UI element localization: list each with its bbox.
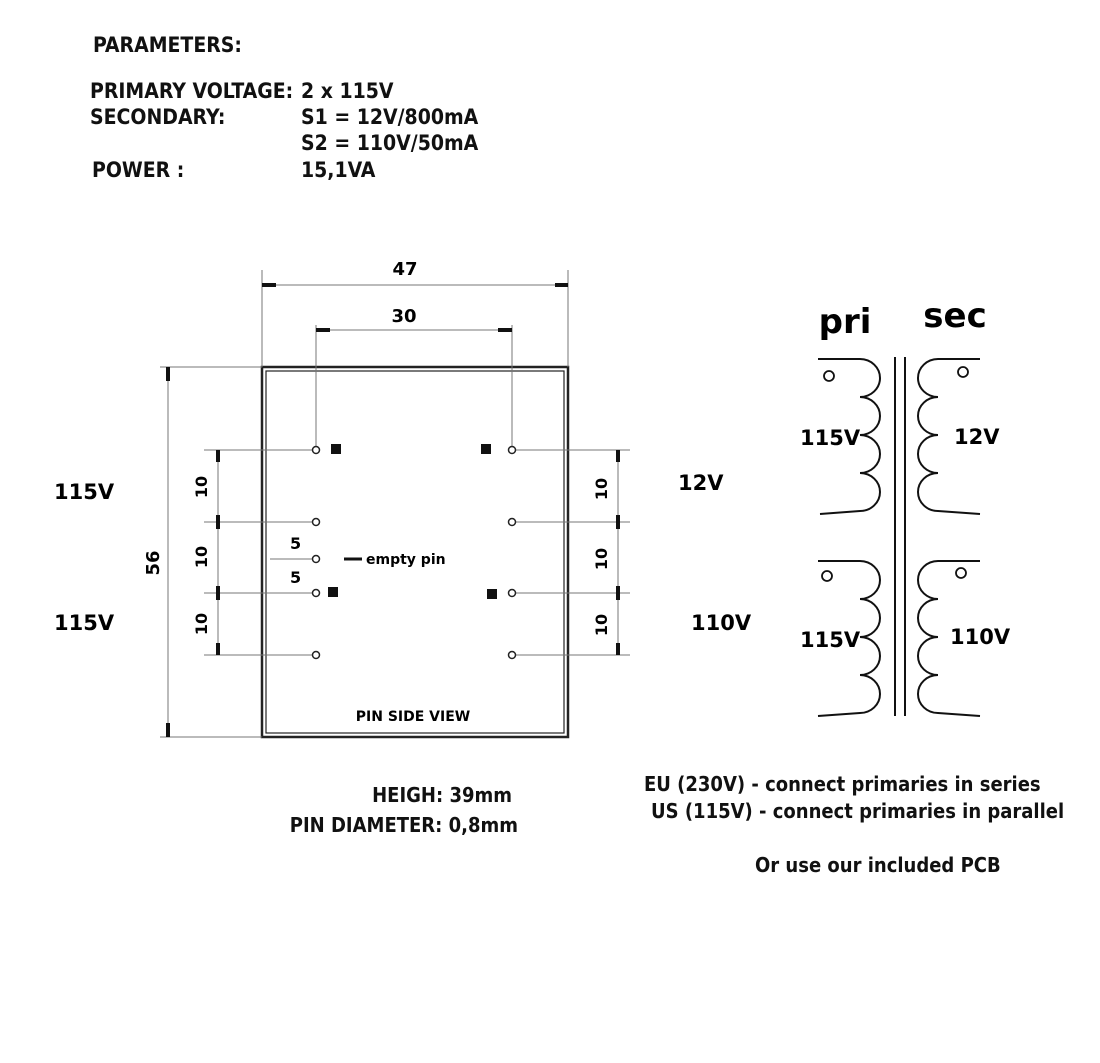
transformer-body-inner-outline [265, 370, 565, 734]
empty-pin-label: empty pin [366, 552, 446, 568]
transformer-body-outline [260, 365, 570, 739]
pin [311, 588, 321, 598]
pin [507, 445, 517, 455]
left-pitch-1-label: 10 [192, 476, 211, 498]
half-pitch-lower-label: 5 [290, 568, 301, 587]
right-pitch-2-label: 10 [592, 548, 611, 570]
pins [311, 445, 517, 660]
primary-voltage-label: PRIMARY VOLTAGE: [90, 79, 294, 103]
power-value: 15,1VA [301, 158, 376, 182]
height-dimension [160, 366, 262, 738]
right-upper-voltage: 12V [678, 471, 724, 495]
primary-voltage-value: 2 x 115V [301, 79, 394, 103]
secondary-s1-value: S1 = 12V/800mA [301, 105, 479, 129]
width-dimension [261, 270, 569, 367]
right-lower-voltage: 110V [691, 611, 752, 635]
start-marker [481, 444, 491, 454]
eu-note: EU (230V) - connect primaries in series [644, 772, 1041, 796]
right-pitch-3-label: 10 [592, 614, 611, 636]
left-pitch-3-label: 10 [192, 613, 211, 635]
height-spec: HEIGH: 39mm [372, 783, 512, 807]
start-marker [487, 589, 497, 599]
polarity-dot [821, 570, 833, 582]
height-dimension-label: 56 [143, 550, 164, 575]
pcb-note: Or use our included PCB [755, 853, 1001, 877]
primary-upper-coil [818, 358, 881, 515]
start-marker [331, 444, 341, 454]
power-label: POWER : [92, 158, 185, 182]
schematic-pri-label: pri [819, 302, 872, 342]
pin-diameter-spec: PIN DIAMETER: 0,8mm [289, 813, 518, 837]
secondary-upper-coil [917, 358, 981, 515]
half-pitch-upper-label: 5 [290, 534, 301, 553]
left-pitch-dimensions [204, 449, 316, 656]
pin [311, 517, 321, 527]
primary-lower-coil [817, 560, 881, 717]
parameters-heading: PARAMETERS: [93, 33, 242, 57]
left-upper-voltage: 115V [54, 480, 115, 504]
schematic-sec-label: sec [923, 296, 986, 336]
us-note: US (115V) - connect primaries in paralle… [651, 799, 1065, 823]
right-pitch-dimensions [512, 449, 630, 656]
polarity-dot [823, 370, 835, 382]
left-lower-voltage: 115V [54, 611, 115, 635]
secondary-label: SECONDARY: [90, 105, 226, 129]
width-dimension-label: 47 [392, 259, 417, 280]
secondary-s2-value: S2 = 110V/50mA [301, 131, 479, 155]
empty-pin-marker [311, 554, 321, 564]
right-pitch-1-label: 10 [592, 478, 611, 500]
schematic-secondary-upper-voltage: 12V [954, 425, 1000, 449]
schematic-primary-upper-voltage: 115V [800, 426, 861, 450]
pin-side-view-label: PIN SIDE VIEW [356, 709, 470, 725]
schematic-primary-lower-voltage: 115V [800, 628, 861, 652]
pin [507, 650, 517, 660]
pin-spacing-dimension-label: 30 [391, 306, 416, 327]
secondary-lower-coil [917, 560, 981, 717]
pin-spacing-dimension [315, 325, 513, 450]
polarity-dot [957, 366, 969, 378]
pin [507, 517, 517, 527]
pin [311, 650, 321, 660]
left-pitch-2-label: 10 [192, 546, 211, 568]
polarity-dot [955, 567, 967, 579]
transformer-schematic [817, 357, 981, 717]
pin [311, 445, 321, 455]
winding-start-markers [328, 444, 497, 599]
pin [507, 588, 517, 598]
schematic-secondary-lower-voltage: 110V [950, 625, 1011, 649]
start-marker [328, 587, 338, 597]
